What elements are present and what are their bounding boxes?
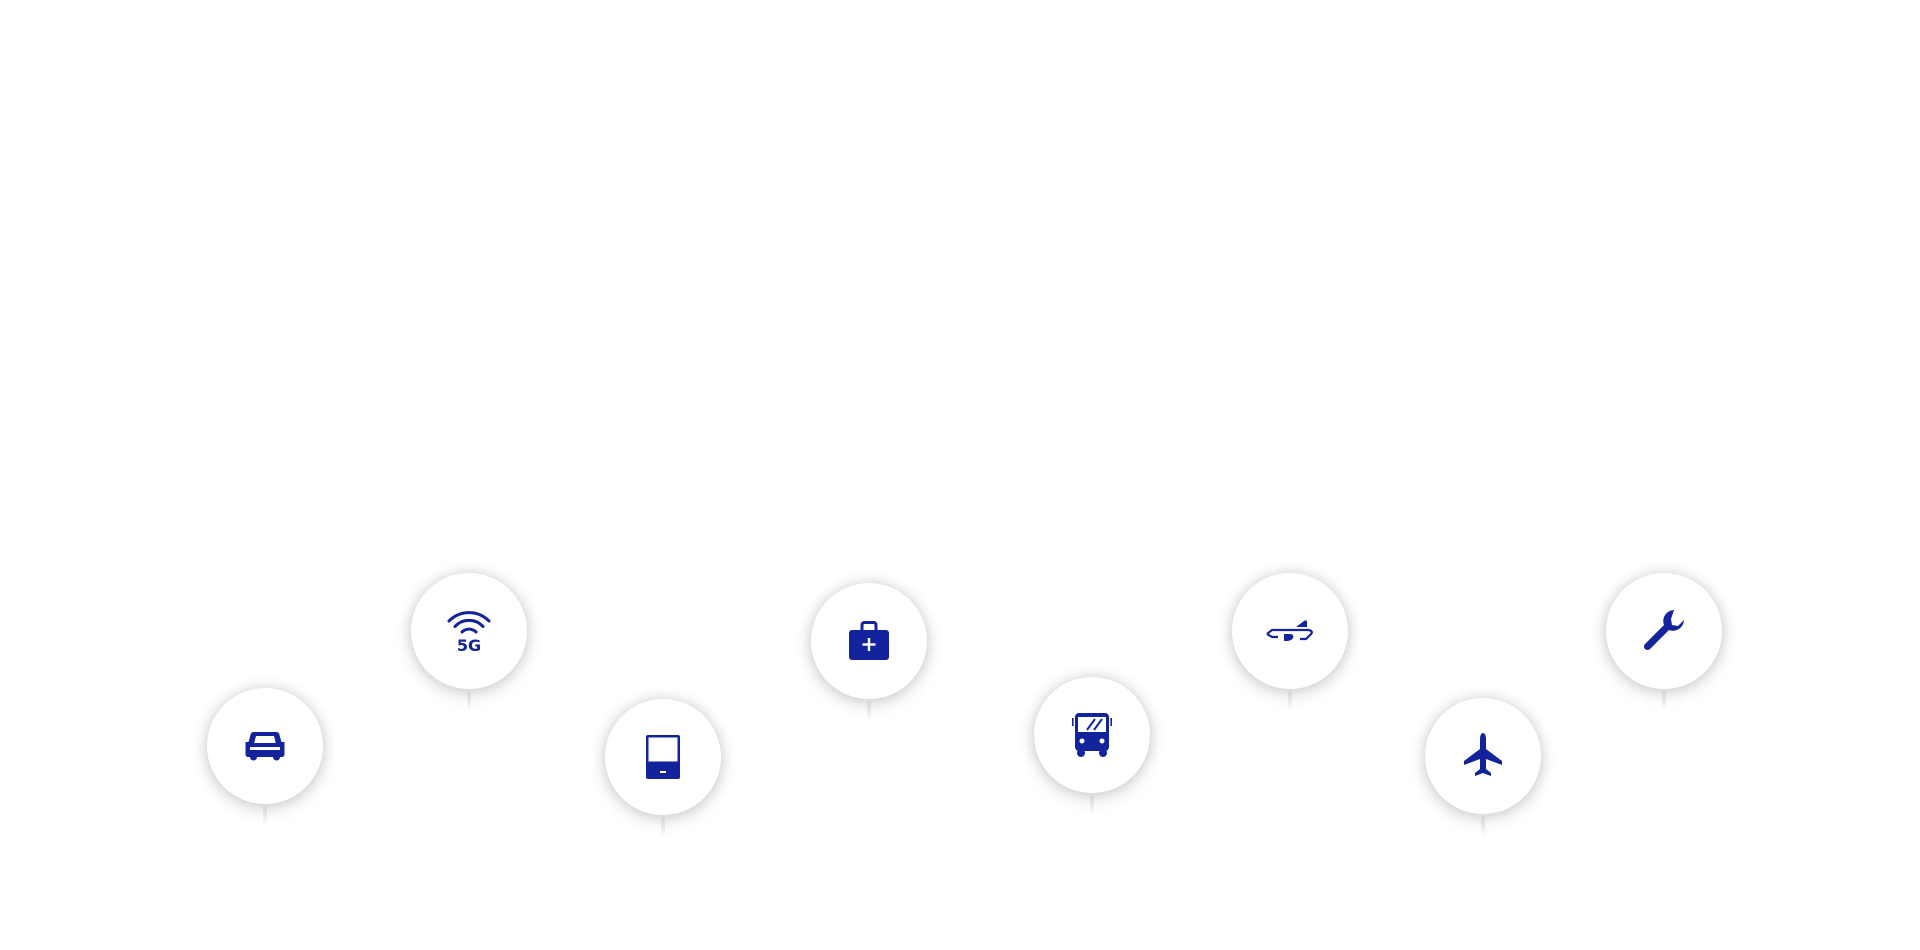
- car-icon: [240, 721, 290, 771]
- pin-stem: [263, 806, 267, 826]
- pin-circle: [811, 583, 927, 699]
- bus-icon: [1067, 710, 1117, 760]
- pin-airplane: [1425, 698, 1541, 838]
- pin-circle: [1232, 573, 1348, 689]
- pin-stem: [867, 701, 871, 721]
- pin-stem: [1481, 816, 1485, 836]
- pin-cargo-plane: [1232, 573, 1348, 713]
- pin-circle: [605, 699, 721, 815]
- pin-car: [207, 688, 323, 828]
- pin-stem: [661, 817, 665, 837]
- pin-5g: 5G: [411, 573, 527, 713]
- airplane-icon: [1458, 731, 1508, 781]
- pin-stem: [1662, 691, 1666, 711]
- pin-circle: 5G: [411, 573, 527, 689]
- medical-kit-icon: [844, 616, 894, 666]
- pin-stem: [1288, 691, 1292, 711]
- tablet-icon: [638, 732, 688, 782]
- 5g-label: 5G: [457, 636, 481, 655]
- pin-stem: [1090, 795, 1094, 815]
- pin-circle: [1034, 677, 1150, 793]
- wrench-icon: [1639, 606, 1689, 656]
- pin-circle: [207, 688, 323, 804]
- pin-stem: [467, 691, 471, 711]
- pin-wrench: [1606, 573, 1722, 713]
- cargo-plane-icon: [1265, 606, 1315, 656]
- pin-tablet: [605, 699, 721, 839]
- pin-circle: [1425, 698, 1541, 814]
- pin-medkit: [811, 583, 927, 723]
- pin-circle: [1606, 573, 1722, 689]
- 5g-signal-icon: 5G: [444, 606, 494, 656]
- pin-bus: [1034, 677, 1150, 817]
